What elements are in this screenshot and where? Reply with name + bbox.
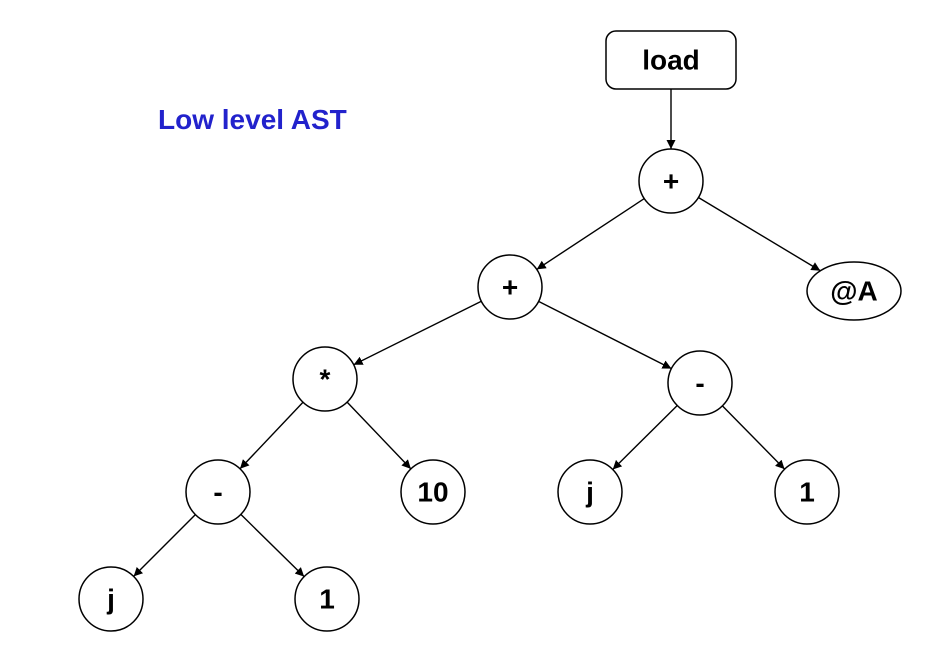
node-minus-right: - [667,350,733,416]
node-j-left: j [78,566,144,632]
node-load: load [605,30,737,90]
edge-plus-root-to-addr-a [698,196,821,272]
node-plus-inner: + [477,254,543,320]
node-label-load: load [642,45,700,76]
node-minus-left: - [185,459,251,525]
node-label-one-right: 1 [799,477,815,508]
node-shape-load [605,30,737,90]
node-shape-one-left [294,566,360,632]
node-shape-one-right [774,459,840,525]
node-j-right: j [557,459,623,525]
node-shape-j-right [557,459,623,525]
edge-plus-root-to-plus-inner [536,198,645,270]
node-label-one-left: 1 [319,584,335,615]
node-label-minus-right: - [695,368,704,399]
node-label-ten: 10 [417,477,448,508]
node-one-right: 1 [774,459,840,525]
nodes-layer: load + + @A * - - 10 j 1 j 1 [78,30,902,632]
node-plus-root: + [638,148,704,214]
node-shape-plus-root [638,148,704,214]
node-shape-plus-inner [477,254,543,320]
node-label-j-right: j [585,477,594,508]
edge-plus-inner-to-minus-right [538,300,672,370]
node-shape-j-left [78,566,144,632]
node-label-addr-a: @A [830,276,878,307]
edge-plus-inner-to-times [353,300,482,366]
node-one-left: 1 [294,566,360,632]
node-label-minus-left: - [213,477,222,508]
diagram-title: Low level AST [158,104,347,135]
edge-times-to-minus-left [239,401,304,470]
edge-minus-right-to-one-right [721,405,786,470]
node-addr-a: @A [806,261,902,321]
node-shape-addr-a [806,261,902,321]
node-label-j-left: j [106,584,115,615]
node-times: * [292,346,358,412]
edge-minus-left-to-one-left [240,513,305,578]
node-ten: 10 [400,459,466,525]
edge-minus-right-to-j-right [612,405,678,470]
node-label-plus-root: + [663,166,679,197]
node-shape-times [292,346,358,412]
edges-layer [133,89,821,578]
edge-times-to-ten [346,401,412,470]
node-shape-minus-right [667,350,733,416]
node-shape-ten [400,459,466,525]
node-label-times: * [320,364,331,395]
node-label-plus-inner: + [502,272,518,303]
node-shape-minus-left [185,459,251,525]
edge-minus-left-to-j-left [133,514,196,577]
